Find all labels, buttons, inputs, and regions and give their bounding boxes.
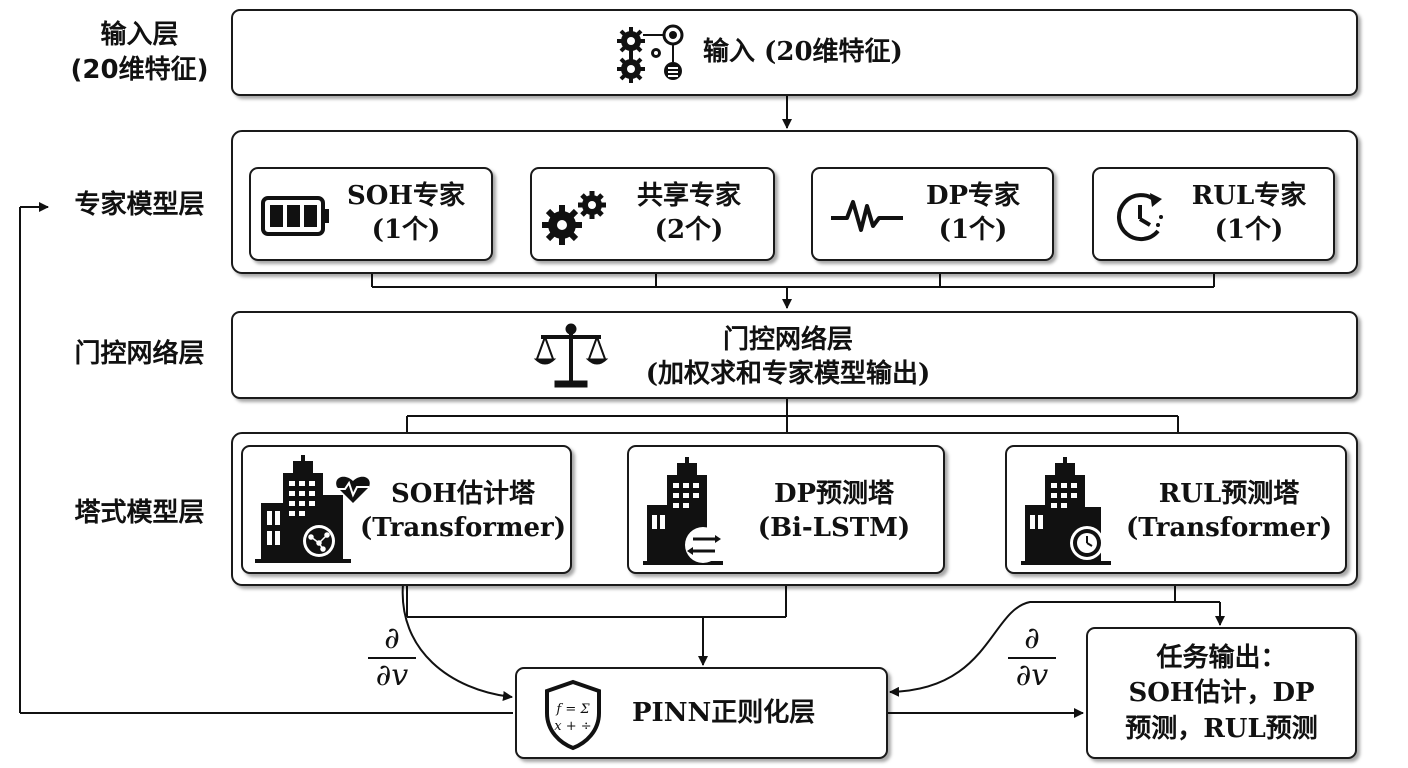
expert-box-soh-text: SOH专家 (1个) [347, 181, 465, 246]
gate-box-text: 门控网络层 (加权求和专家模型输出) [645, 325, 931, 390]
tower-box-soh-text: SOH估计塔 (Transformer) [359, 479, 567, 544]
shield-formula-icon: f = Σ x + ÷ [545, 679, 601, 751]
tower-box-dp: DP预测塔 (Bi-LSTM) [627, 445, 945, 574]
derivative-label-left: ∂ ∂v [362, 621, 422, 693]
fraction-bar [368, 656, 416, 659]
svg-text:x + ÷: x + ÷ [554, 719, 591, 734]
expert-box-rul-text: RUL专家 (1个) [1191, 181, 1307, 246]
building-clock-icon [1021, 457, 1111, 565]
svg-text:f = Σ: f = Σ [555, 702, 590, 717]
input-box-label: 输入 (20维特征) [703, 37, 903, 67]
tower-box-rul: RUL预测塔 (Transformer) [1005, 445, 1347, 574]
balance-scale-icon [533, 323, 609, 388]
fraction-bar [1008, 656, 1056, 659]
battery-icon [261, 196, 329, 236]
building-arrows-icon [643, 457, 723, 565]
expert-box-shared: 共享专家 (2个) [530, 167, 775, 261]
layer-label-gate: 门控网络层 [74, 339, 205, 369]
expert-box-soh: SOH专家 (1个) [249, 167, 493, 261]
gears-network-icon [617, 24, 684, 83]
output-box: 任务输出： SOH估计，DP 预测，RUL预测 [1086, 627, 1357, 759]
output-box-text: 任务输出： SOH估计，DP 预测，RUL预测 [1125, 643, 1318, 744]
tower-box-soh: SOH估计塔 (Transformer) [241, 445, 572, 574]
waveform-icon [831, 200, 903, 232]
layer-label-tower: 塔式模型层 [74, 498, 205, 528]
building-heart-icon [255, 455, 370, 563]
derivative-label-right: ∂ ∂v [1002, 621, 1062, 693]
expert-box-rul: RUL专家 (1个) [1092, 167, 1335, 261]
tower-box-dp-text: DP预测塔 (Bi-LSTM) [757, 479, 911, 544]
layer-label-input: 输入层 (20维特征) [70, 20, 209, 86]
pinn-box: f = Σ x + ÷ PINN正则化层 [515, 667, 888, 759]
expert-box-shared-text: 共享专家 (2个) [636, 181, 741, 246]
pinn-box-label: PINN正则化层 [632, 698, 816, 728]
expert-box-dp-text: DP专家 (1个) [925, 181, 1021, 246]
clock-cycle-icon [1116, 193, 1163, 242]
gears-icon [542, 191, 606, 245]
gate-box: 门控网络层 (加权求和专家模型输出) [231, 311, 1358, 399]
input-box: 输入 (20维特征) [231, 9, 1358, 96]
expert-box-dp: DP专家 (1个) [811, 167, 1054, 261]
tower-box-rul-text: RUL预测塔 (Transformer) [1125, 479, 1333, 544]
layer-label-expert: 专家模型层 [74, 190, 205, 220]
